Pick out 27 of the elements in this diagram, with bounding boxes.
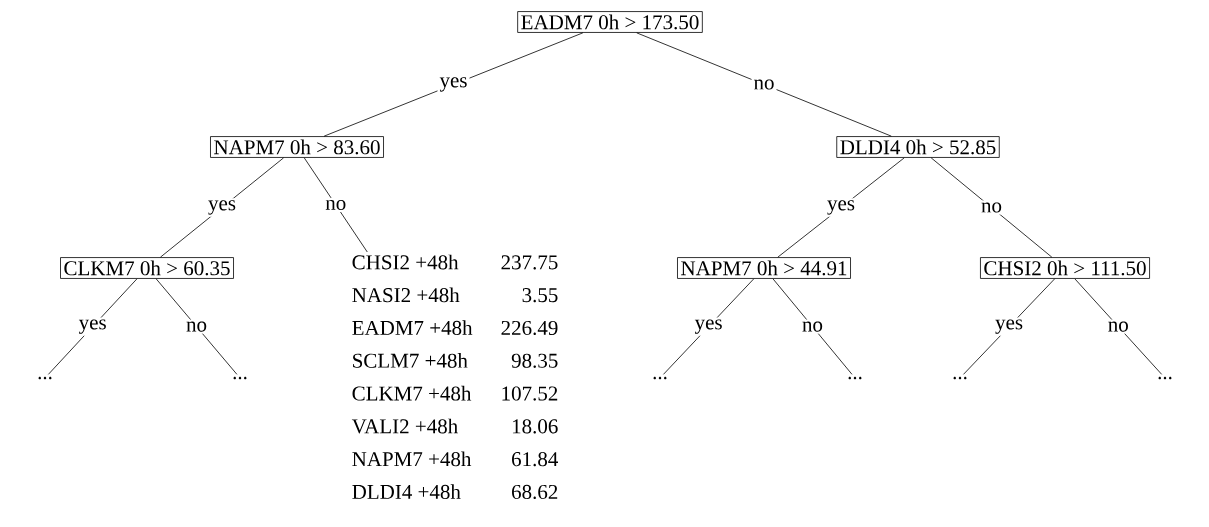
decision-box: NAPM7 0h > 44.91	[677, 257, 851, 279]
edge-label: no	[751, 77, 777, 92]
tree-branch	[303, 157, 368, 253]
ellipsis-text: ...	[653, 376, 667, 380]
edge-label: no	[800, 319, 825, 334]
decision-box: CLKM7 0h > 60.35	[60, 257, 234, 279]
edge-label: no	[979, 200, 1004, 215]
ellipsis-text: ...	[848, 376, 862, 380]
decision-box: EADM7 0h > 173.50	[517, 11, 703, 33]
ellipsis-text: ...	[953, 376, 967, 380]
edge-label: yes	[825, 198, 857, 217]
edge-label: yes	[437, 75, 470, 94]
ellipsis-text: ...	[233, 376, 247, 380]
edge-label: no	[323, 197, 349, 212]
decision-box: CHSI2 0h > 111.50	[980, 257, 1150, 279]
decision-box: DLDI4 0h > 52.85	[836, 136, 1000, 158]
decision-box: NAPM7 0h > 83.60	[210, 136, 384, 158]
ellipsis-text: ...	[1158, 376, 1172, 380]
edge-label: no	[184, 319, 210, 334]
edge-label: yes	[206, 198, 238, 217]
ellipsis-text: ...	[38, 376, 52, 380]
edge-label: no	[1105, 319, 1131, 334]
edge-label: yes	[692, 317, 725, 336]
edge-label: yes	[76, 317, 109, 336]
leaf-table: CHSI2 +48h 237.75 NASI2 +48h 3.55 EADM7 +48h 226.49 SCLM7 +48h 98.35 CLKM7 +48h 107.52 VALI2 +48h 18.06 NAPM7 +48h 61.84 DLDI4 +48h 68.62	[351, 254, 558, 500]
edge-label: yes	[993, 317, 1026, 336]
tree-branch	[636, 32, 892, 137]
